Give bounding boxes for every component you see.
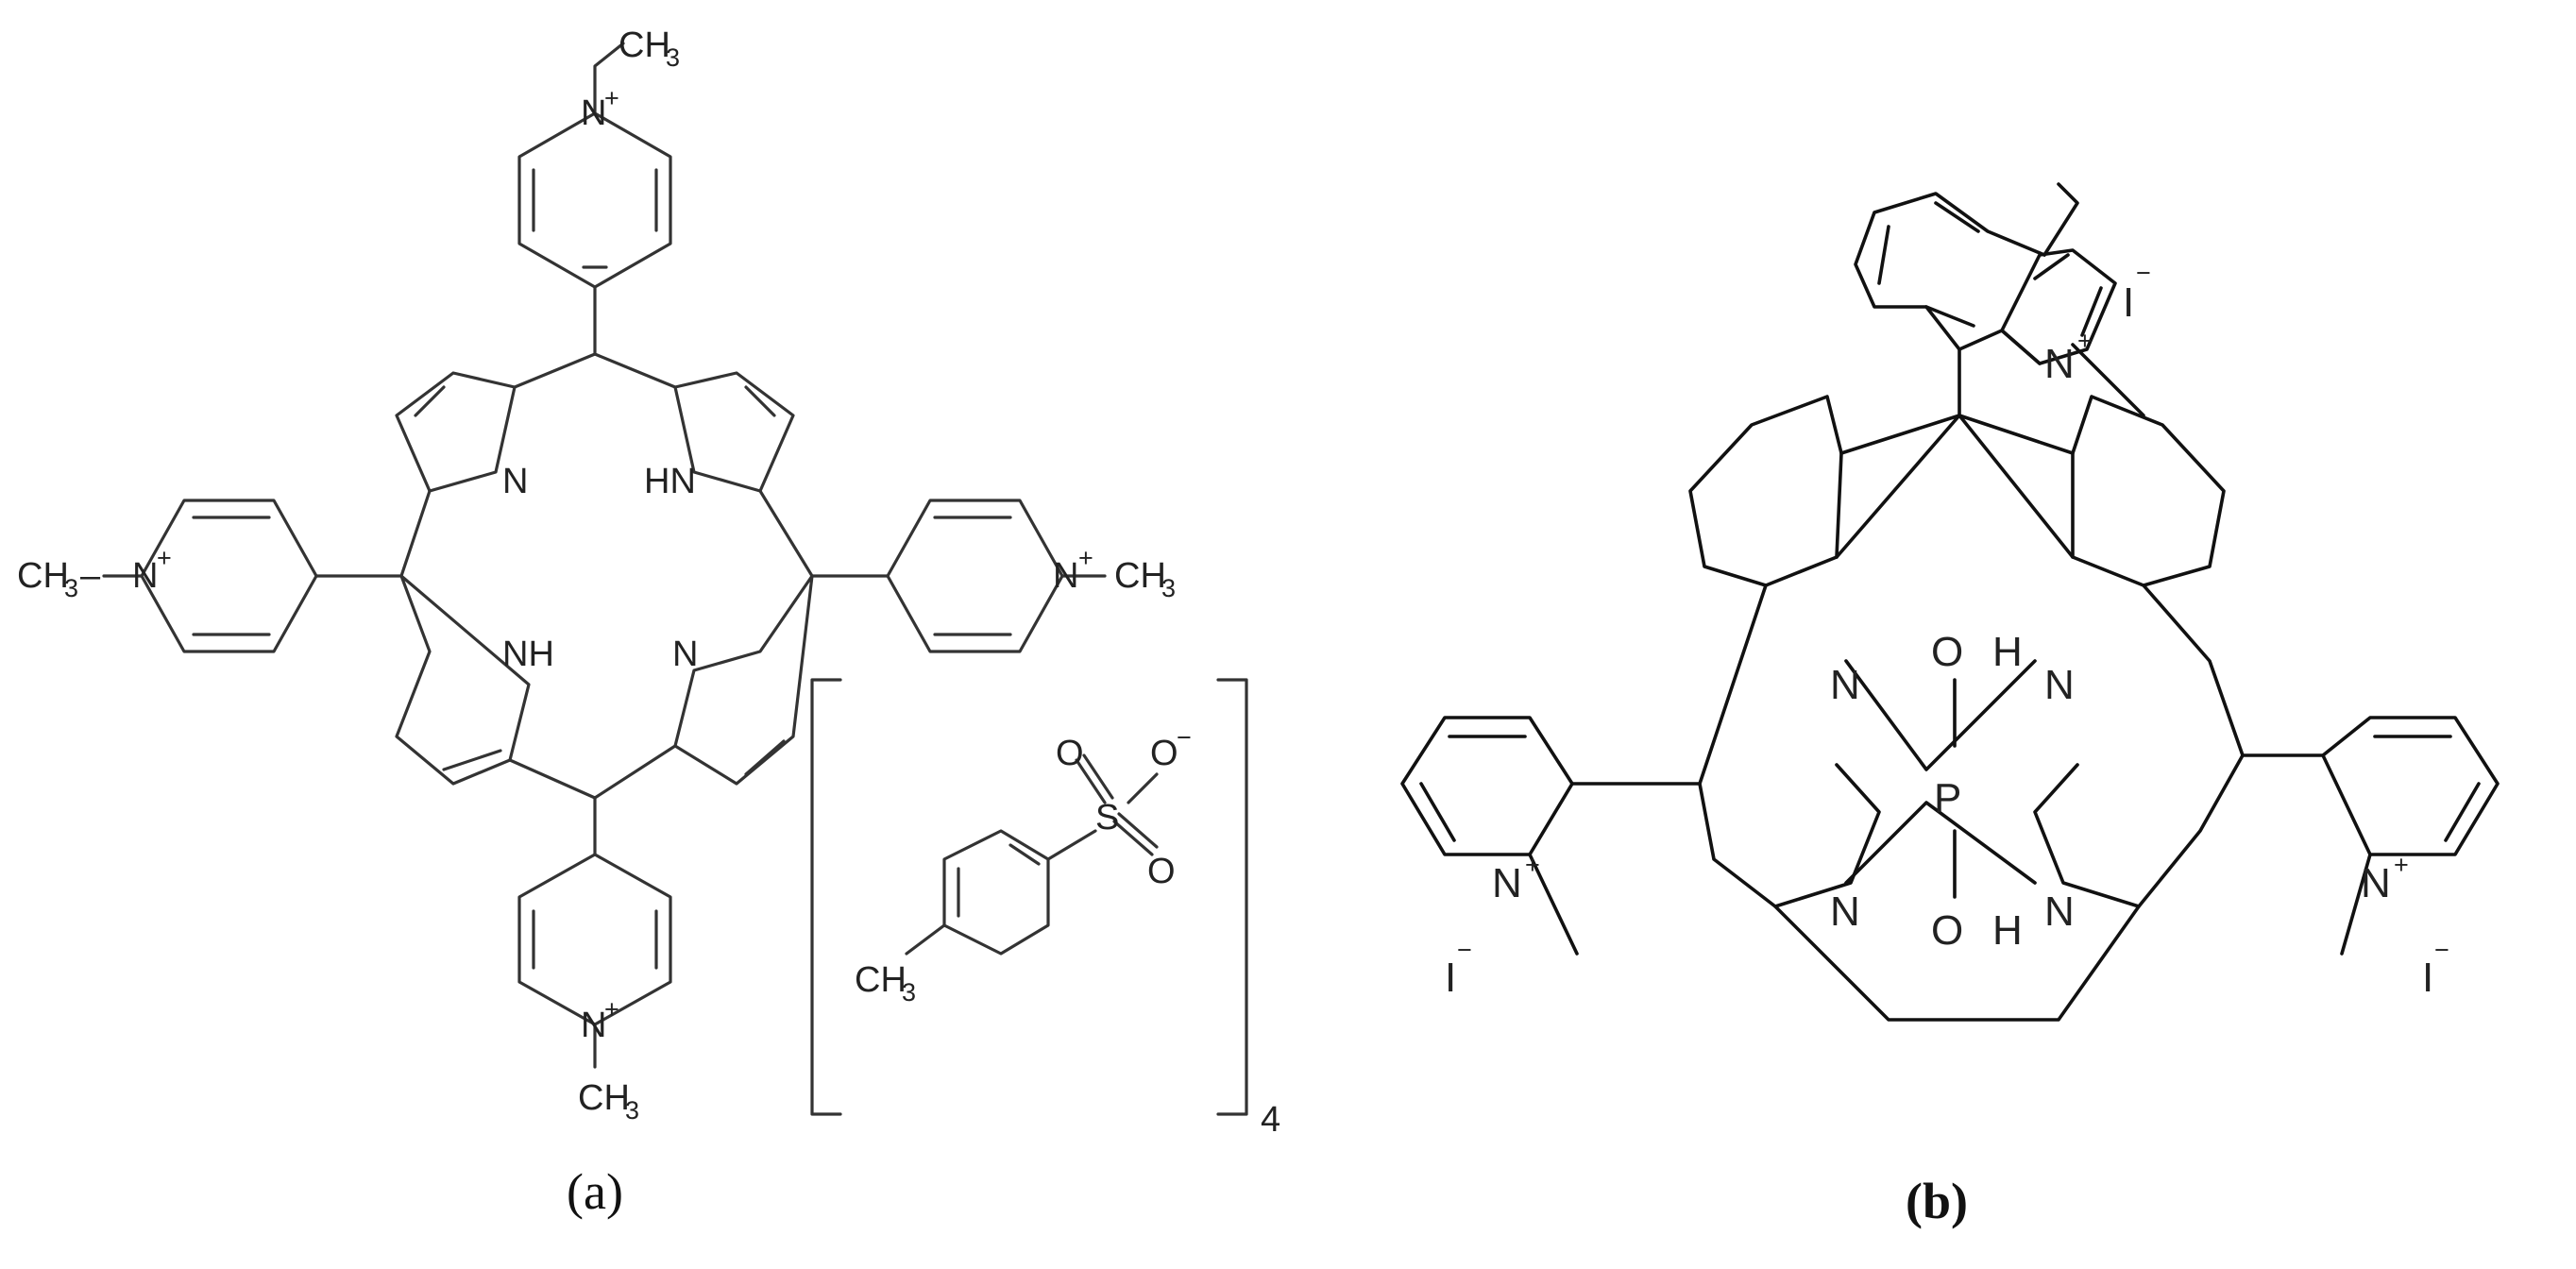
atom-nh-core: NH [502,634,554,674]
atom-n-plus-left: N [132,556,158,596]
caption-a: (a) [567,1163,623,1220]
svg-text:−: − [1457,936,1472,964]
svg-text:+: + [1525,851,1540,879]
atom-sulfur: S [1095,798,1119,838]
atom-phosphorus: P [1934,775,1961,821]
atom-hydrogen-bottom: H [1992,907,2023,954]
atom-n-b-4: N [2044,888,2075,935]
atom-n-b-2: N [2044,662,2075,708]
atom-n-plus-left-b: N [1492,860,1522,906]
atom-oxygen-minus: O [1150,734,1178,773]
atom-oxygen-b-bottom: O [1931,907,1963,954]
iodide-right: I [2422,955,2433,1001]
svg-text:3: 3 [64,574,78,602]
atom-n-plus-bottom: N [581,1006,606,1045]
methyl-left: CH [17,556,69,596]
atom-n-b-3: N [1830,888,1860,935]
iodide-left: I [1445,955,1456,1001]
atom-hn-core: HN [644,462,696,501]
methyl-right: CH [1114,556,1166,596]
svg-text:+: + [1078,544,1093,572]
svg-text:+: + [157,544,172,572]
svg-text:+: + [2394,851,2409,879]
molecule-a-bonds [102,42,1248,1116]
molecule-a-atoms: N + CH 3 N HN NH N CH 3 – N + N + CH 3 N… [17,25,1280,1140]
atom-oxygen-2: O [1147,852,1176,891]
atom-oxygen-b-top: O [1931,629,1963,675]
methyl-bottom: CH [578,1078,630,1118]
atom-n-core-2: N [672,634,698,674]
methyl-top: CH [619,25,670,65]
atom-n-core: N [502,462,528,501]
svg-text:−: − [2434,936,2449,964]
svg-text:3: 3 [902,978,916,1007]
atom-hydrogen-top: H [1992,629,2023,675]
atom-n-b-1: N [1830,662,1860,708]
molecule-b-bonds [1400,182,2500,1022]
svg-text:−: − [1177,723,1192,752]
methyl-tosyl: CH [855,960,907,1000]
bracket-count: 4 [1261,1100,1280,1140]
molecule-b-atoms: I − N + N N N N P O H O H N + I − N + I … [1445,259,2449,1001]
svg-text:+: + [2077,327,2093,355]
atom-n-plus-top: N [581,93,606,133]
svg-text:–: – [80,556,101,596]
svg-text:+: + [604,995,619,1024]
atom-oxygen-1: O [1056,734,1084,773]
svg-text:3: 3 [666,43,680,72]
atom-n-plus-right: N [1053,556,1078,596]
caption-b: (b) [1906,1173,1968,1229]
svg-text:3: 3 [625,1096,639,1125]
svg-text:3: 3 [1161,574,1176,602]
iodide-top: I [2123,279,2134,326]
atom-n-plus-top-b: N [2044,341,2075,387]
atom-n-plus-right-b: N [2361,860,2391,906]
svg-text:−: − [2136,259,2151,287]
svg-text:+: + [604,84,619,112]
